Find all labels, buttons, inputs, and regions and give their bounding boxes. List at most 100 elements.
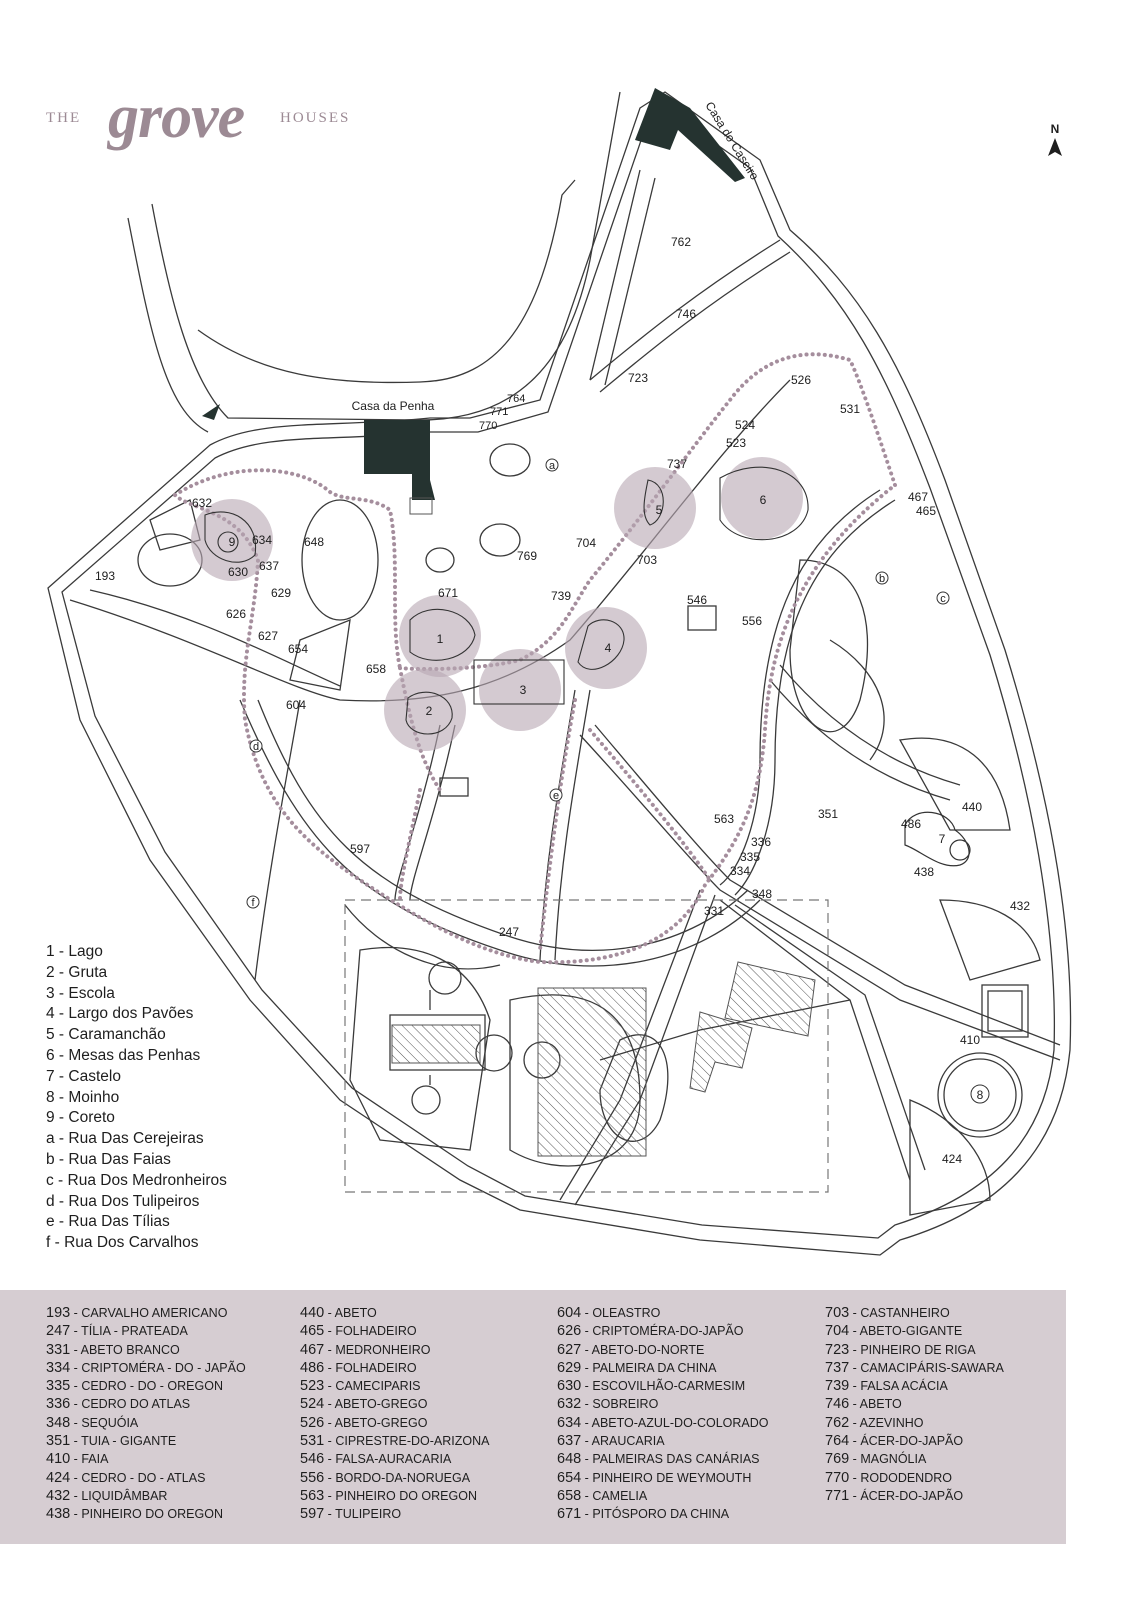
tree-number: 746 (825, 1396, 850, 1413)
svg-text:334: 334 (730, 864, 750, 878)
tree-number: 704 (825, 1323, 850, 1340)
tree-name: TUIA - GIGANTE (81, 1434, 177, 1449)
tree-entry: 762 - AZEVINHO (825, 1414, 924, 1431)
tree-name: TÍLIA - PRATEADA (81, 1324, 188, 1339)
svg-text:2: 2 (426, 704, 433, 718)
tree-name: LIQUIDÂMBAR (81, 1488, 168, 1503)
tree-name: CEDRO - DO - OREGON (81, 1379, 223, 1394)
tree-entry: 531 - CIPRESTRE-DO-ARIZONA (300, 1433, 490, 1450)
tree-name: FALSA-AURACARIA (335, 1452, 452, 1467)
svg-text:b: b (879, 573, 885, 585)
svg-text:524: 524 (735, 418, 755, 432)
svg-text:703: 703 (637, 553, 657, 567)
tree-name: SOBREIRO (592, 1397, 659, 1412)
svg-text:629: 629 (271, 586, 291, 600)
tree-name: ÁCER-DO-JAPÃO (860, 1488, 964, 1503)
tree-entry: 629 - PALMEIRA DA CHINA (557, 1359, 717, 1376)
brand-prefix: THE (46, 110, 82, 126)
tree-number: 770 (825, 1469, 850, 1486)
tree-name: PINHEIRO DE RIGA (860, 1342, 976, 1357)
legend-item: a - Rua Das Cerejeiras (46, 1130, 204, 1148)
tree-name: ÁCER-DO-JAPÃO (860, 1434, 964, 1449)
svg-text:637: 637 (259, 559, 279, 573)
hatched-areas (391, 961, 816, 1157)
tree-entry: 331 - ABETO BRANCO (46, 1341, 180, 1358)
tree-entry: 654 - PINHEIRO DE WEYMOUTH (557, 1469, 752, 1486)
svg-text:440: 440 (962, 800, 982, 814)
tree-name: FOLHADEIRO (335, 1324, 417, 1339)
tree-name: AZEVINHO (859, 1415, 924, 1430)
highlight-gruta (384, 669, 466, 751)
svg-text:335: 335 (740, 850, 760, 864)
svg-text:546: 546 (687, 593, 707, 607)
tree-entry: 637 - ARAUCARIA (557, 1433, 665, 1450)
tree-number: 769 (825, 1451, 850, 1468)
tree-entry: 424 - CEDRO - DO - ATLAS (46, 1469, 206, 1486)
svg-text:7: 7 (939, 832, 946, 846)
tree-name: CASTANHEIRO (860, 1306, 950, 1320)
tree-entry: 671 - PITÓSPORO DA CHINA (557, 1506, 730, 1523)
tree-name: MAGNÓLIA (860, 1452, 927, 1467)
tree-name: CEDRO DO ATLAS (81, 1397, 191, 1412)
svg-text:604: 604 (286, 698, 306, 712)
tree-name: ARAUCARIA (591, 1434, 665, 1449)
tree-entry: 704 - ABETO-GIGANTE (825, 1323, 963, 1340)
legend-item: e - Rua Das Tílias (46, 1213, 170, 1231)
svg-text:523: 523 (726, 436, 746, 450)
tree-number: 526 (300, 1414, 325, 1431)
tree-name: CIPRESTRE-DO-ARIZONA (335, 1434, 490, 1449)
tree-number: 351 (46, 1433, 71, 1450)
park-map[interactable]: N Casa da Penha Casa do Caseiro 762 746 … (0, 0, 1125, 1290)
tree-name: CAMELIA (592, 1488, 648, 1503)
place-highlights (191, 457, 803, 751)
svg-text:467: 467 (908, 490, 928, 504)
legend-item: 7 - Castelo (46, 1067, 121, 1085)
tree-entry: 746 - ABETO (825, 1396, 902, 1413)
tree-entry: 247 - TÍLIA - PRATEADA (46, 1323, 188, 1340)
tree-entry: 737 - CAMACIPÁRIS-SAWARA (825, 1359, 1004, 1376)
tree-name: FAIA (81, 1452, 109, 1467)
legend-item: 6 - Mesas das Penhas (46, 1046, 201, 1064)
tree-number: 331 (46, 1341, 71, 1358)
tree-entry: 546 - FALSA-AURACARIA (300, 1451, 452, 1468)
tree-number: 654 (557, 1469, 582, 1486)
tree-name: PITÓSPORO DA CHINA (592, 1507, 730, 1522)
svg-text:d: d (253, 741, 259, 753)
tree-name: CARVALHO AMERICANO (81, 1306, 228, 1320)
highlight-escola (479, 649, 561, 731)
tree-number: 739 (825, 1378, 850, 1395)
legend-item: 9 - Coreto (46, 1109, 115, 1127)
tree-number: 336 (46, 1396, 71, 1413)
brand-logo: THE grove HOUSES (46, 83, 426, 168)
tree-name: ABETO-DO-NORTE (591, 1342, 705, 1357)
svg-text:556: 556 (742, 614, 762, 628)
tree-name: FOLHADEIRO (335, 1360, 417, 1375)
tree-name: OLEASTRO (592, 1306, 661, 1320)
tree-number: 658 (557, 1487, 582, 1504)
tree-number: 334 (46, 1359, 71, 1376)
tree-number: 523 (300, 1378, 325, 1395)
tree-entry: 526 - ABETO-GREGO (300, 1414, 428, 1431)
tree-number: 703 (825, 1305, 850, 1321)
street-letter-markers: a b c d e f (246, 458, 950, 909)
tree-entry: 432 - LIQUIDÂMBAR (46, 1487, 168, 1504)
tree-name: RODODENDRO (860, 1470, 952, 1485)
brand-suffix: HOUSES (280, 110, 351, 126)
tree-entry: 739 - FALSA ACÁCIA (825, 1378, 948, 1395)
svg-text:632: 632 (192, 496, 212, 510)
tree-name: ESCOVILHÃO-CARMESIM (592, 1379, 746, 1394)
feature-outlines (204, 466, 809, 735)
casa-do-caseiro-building (635, 88, 745, 182)
svg-text:f: f (251, 897, 255, 909)
svg-text:630: 630 (228, 565, 248, 579)
moinho-marker (970, 1084, 990, 1104)
svg-text:531: 531 (840, 402, 860, 416)
svg-text:9: 9 (229, 535, 236, 549)
svg-text:438: 438 (914, 865, 934, 879)
svg-text:424: 424 (942, 1152, 962, 1166)
place-number-labels: 1 2 3 4 5 6 7 8 9 (229, 493, 984, 1102)
tree-number: 556 (300, 1469, 325, 1486)
svg-text:654: 654 (288, 642, 308, 656)
tree-entry: 634 - ABETO-AZUL-DO-COLORADO (557, 1414, 769, 1431)
tree-name: ABETO-GREGO (334, 1415, 428, 1430)
